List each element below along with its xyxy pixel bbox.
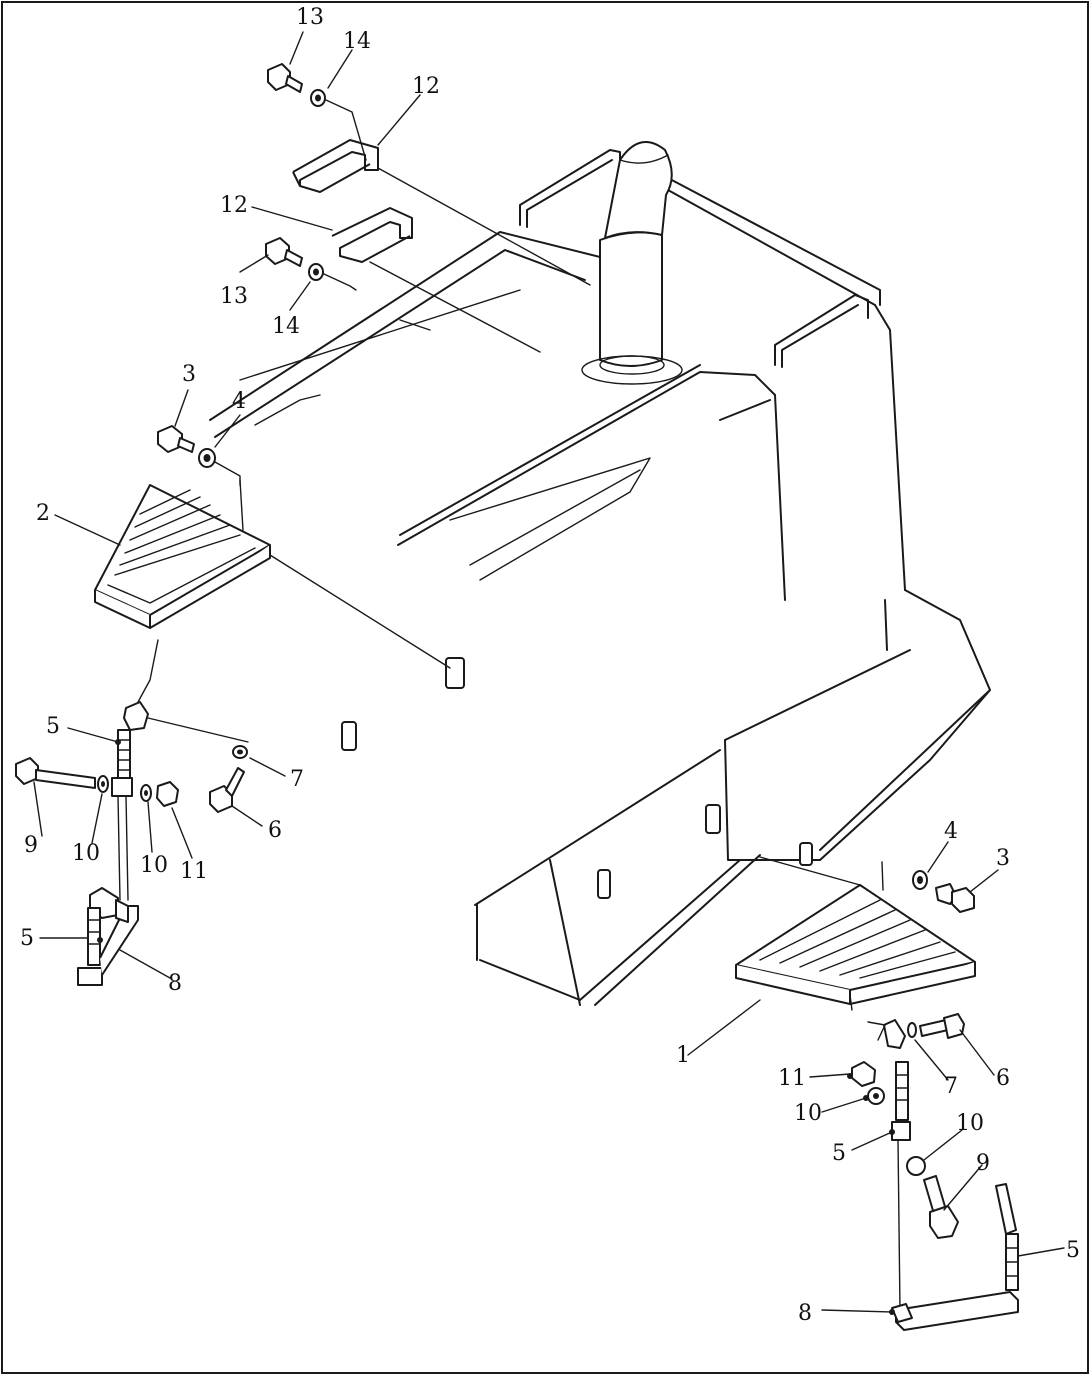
bracket-12-upper (292, 139, 591, 286)
callout-8-right: 8 (798, 1301, 812, 1326)
bolt-3-right (935, 883, 975, 913)
nut-11-left (156, 781, 179, 807)
step-8-left (77, 887, 139, 986)
rod-5-left-upper (117, 639, 249, 781)
callout-10-right-b: 10 (956, 1111, 984, 1136)
leader-lines (33, 31, 1065, 1315)
washer-7-left (232, 745, 248, 759)
callout-14-upper: 14 (343, 29, 371, 54)
callout-5-left-upper: 5 (46, 714, 60, 739)
callout-labels: 13 14 12 12 13 14 3 4 2 5 7 6 9 10 10 11… (20, 5, 1080, 1326)
bolt-9-left (15, 757, 96, 789)
washer-10-left-b (140, 784, 152, 802)
callout-5-right-upper: 5 (832, 1141, 846, 1166)
callout-4-right: 4 (944, 819, 958, 844)
bolt-6-left (209, 767, 245, 813)
callout-2: 2 (36, 501, 50, 526)
callout-11-left: 11 (180, 859, 208, 884)
callout-4-left: 4 (232, 389, 246, 414)
callout-3-left: 3 (182, 362, 196, 387)
step-8-right (891, 1183, 1019, 1331)
callout-14-lower: 14 (272, 314, 300, 339)
callout-5-right-lower: 5 (1066, 1238, 1080, 1263)
callout-10-left-a: 10 (72, 841, 100, 866)
bolt-6-right (919, 1013, 965, 1039)
step-2-left (94, 479, 451, 669)
bracket-12-lower (331, 207, 541, 353)
bolt-9-right (923, 1175, 959, 1239)
callout-8-left: 8 (168, 971, 182, 996)
callout-13-upper: 13 (296, 5, 324, 30)
washer-14-lower (308, 263, 357, 291)
callout-1: 1 (676, 1043, 690, 1068)
callout-5-left-lower: 5 (20, 926, 34, 951)
bolt-13-lower (265, 237, 303, 267)
callout-7-right: 7 (944, 1074, 958, 1099)
callout-6-left: 6 (268, 818, 282, 843)
callout-6-right: 6 (996, 1066, 1010, 1091)
washer-10-right-b (906, 1156, 926, 1176)
machine-body (209, 149, 991, 1006)
bolt-3-left (157, 425, 195, 453)
callout-12-lower: 12 (220, 193, 248, 218)
washer-10-right-a (867, 1087, 885, 1105)
clevis-left (111, 777, 133, 901)
step-1-right (735, 856, 976, 1005)
callout-12-upper: 12 (412, 74, 440, 99)
washer-14-upper (310, 89, 367, 161)
nut-11-right (851, 1061, 876, 1087)
washer-7-right (907, 1022, 917, 1038)
washer-4-left (198, 448, 241, 486)
washer-10-left-a (97, 775, 109, 793)
exhaust-stack (581, 141, 683, 385)
callout-10-left-b: 10 (140, 853, 168, 878)
callout-10-right-a: 10 (794, 1101, 822, 1126)
callout-9-left: 9 (24, 833, 38, 858)
callout-13-lower: 13 (220, 284, 248, 309)
callout-9-right: 9 (976, 1151, 990, 1176)
callout-11-right: 11 (778, 1066, 806, 1091)
bolt-13-upper (267, 63, 303, 93)
callout-7-left: 7 (290, 767, 304, 792)
washer-4-right (912, 870, 928, 890)
callout-3-right: 3 (996, 846, 1010, 871)
rod-5-right-upper (849, 994, 911, 1311)
